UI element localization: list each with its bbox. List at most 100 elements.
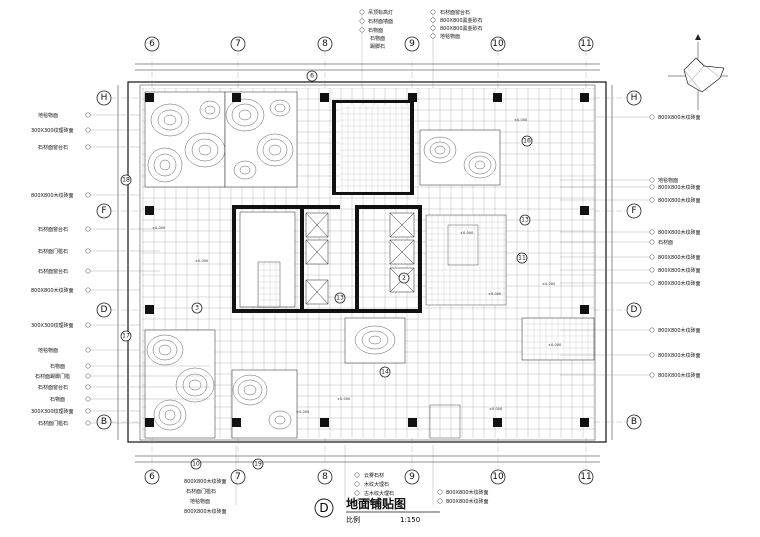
grid-bubble: H (96, 90, 112, 106)
grid-bubble: D (96, 302, 112, 318)
svg-text:石物面: 石物面 (50, 363, 65, 370)
stone-pattern-right (344, 129, 501, 364)
svg-text:800X800木纹砖面: 800X800木纹砖面 (31, 192, 74, 199)
svg-text:±0.000: ±0.000 (489, 407, 503, 411)
svg-text:±0.000: ±0.000 (337, 397, 351, 401)
svg-text:石材面窗台石: 石材面窗台石 (38, 226, 68, 233)
section-marker: 13 (519, 214, 531, 226)
section-marker: 19 (252, 458, 264, 470)
grid-bubble: F (626, 203, 642, 219)
svg-text:石材面窗台石: 石材面窗台石 (38, 144, 68, 151)
svg-text:9: 9 (409, 472, 415, 482)
svg-text:石材面窗台石: 石材面窗台石 (38, 384, 68, 391)
svg-text:300X300纹理砖面: 300X300纹理砖面 (31, 408, 74, 415)
drawing-title: 地面铺贴图 (346, 496, 406, 511)
svg-text:地毯物面: 地毯物面 (440, 33, 460, 40)
section-marker: 16 (521, 135, 533, 147)
svg-text:800X800木纹砖面: 800X800木纹砖面 (184, 508, 227, 515)
svg-text:石物面: 石物面 (368, 27, 383, 34)
svg-text:800X800木纹砖面: 800X800木纹砖面 (446, 489, 489, 496)
svg-text:B: B (631, 417, 637, 427)
svg-text:8: 8 (322, 472, 328, 482)
title-block: D 地面铺贴图 比例 1:150 (314, 496, 440, 524)
section-marker: 6 (306, 70, 318, 82)
svg-text:云雾石材: 云雾石材 (364, 472, 384, 479)
svg-text:H: H (631, 93, 638, 103)
grid-bubbles-top: 6 7 8 9 10 11 (144, 36, 594, 52)
svg-text:吊顶标高灯: 吊顶标高灯 (368, 9, 393, 16)
svg-text:石材面窗台石: 石材面窗台石 (440, 9, 470, 16)
grid-bubbles-left: H F D B (96, 90, 112, 430)
structural-columns (145, 93, 589, 427)
section-marker: 14 (379, 366, 391, 378)
svg-text:石物面: 石物面 (364, 499, 379, 506)
grid-bubble: 8 (317, 469, 333, 485)
svg-text:±0.000: ±0.000 (488, 292, 502, 296)
svg-text:F: F (101, 206, 106, 216)
svg-text:±0.000: ±0.000 (514, 118, 528, 122)
section-marker: 18 (120, 174, 132, 186)
svg-text:800X800木纹砖面: 800X800木纹砖面 (658, 229, 701, 236)
grid-bubble: 11 (578, 469, 594, 485)
svg-text:地毯物面: 地毯物面 (38, 347, 58, 354)
grid-bubble: 7 (230, 36, 246, 52)
grid-bubble: 8 (317, 36, 333, 52)
svg-text:D: D (631, 305, 638, 315)
svg-text:地毯物面: 地毯物面 (190, 498, 210, 505)
svg-text:300X300纹理砖面: 300X300纹理砖面 (31, 127, 74, 134)
svg-text:800X800木纹砖面: 800X800木纹砖面 (658, 372, 701, 379)
section-marker: 11 (516, 252, 528, 264)
svg-text:±0.000: ±0.000 (542, 282, 556, 286)
title-marker-letter: D (319, 501, 328, 515)
svg-text:800X800木纹砖面: 800X800木纹砖面 (446, 498, 489, 505)
svg-text:8: 8 (322, 39, 328, 49)
svg-text:地毯物面: 地毯物面 (38, 112, 58, 119)
svg-text:800X800木纹砖面: 800X800木纹砖面 (658, 327, 701, 334)
svg-text:±0.000: ±0.000 (460, 231, 474, 235)
svg-text:石材面: 石材面 (658, 239, 673, 246)
svg-text:18: 18 (122, 177, 130, 184)
svg-text:800X800黑金砂石: 800X800黑金砂石 (440, 25, 483, 32)
svg-text:800X800木纹砖面: 800X800木纹砖面 (658, 352, 701, 359)
svg-text:踢脚石: 踢脚石 (370, 43, 385, 50)
section-marker: 10 (190, 458, 202, 470)
svg-text:石材面窗台石: 石材面窗台石 (38, 268, 68, 275)
svg-text:古木纹大理石: 古木纹大理石 (364, 490, 394, 497)
svg-text:10: 10 (492, 39, 504, 49)
svg-text:13: 13 (521, 217, 529, 224)
core-walls (232, 100, 422, 313)
grid-bubble: 9 (404, 469, 420, 485)
title-marker (314, 498, 334, 518)
grid-bubble: 7 (230, 469, 246, 485)
grid-bubble: 10 (490, 469, 506, 485)
stone-pattern-bottom-left (144, 329, 298, 439)
callouts-bottom: 800X800木纹砖面 石材面门槛石 地毯物面 800X800木纹砖面 云雾石材… (184, 445, 489, 515)
section-marker: 2 (398, 272, 410, 284)
svg-text:800X800木纹砖面: 800X800木纹砖面 (658, 254, 701, 261)
svg-text:800X800木纹砖面: 800X800木纹砖面 (31, 287, 74, 294)
svg-text:11: 11 (518, 255, 526, 262)
stair-core (239, 211, 507, 308)
svg-text:木纹大理石: 木纹大理石 (364, 481, 389, 488)
building-outline (127, 81, 607, 443)
svg-text:19: 19 (254, 461, 262, 468)
svg-text:11: 11 (580, 472, 591, 482)
grid-bubble: 9 (404, 36, 420, 52)
grid-bubble: B (626, 414, 642, 430)
svg-text:F: F (631, 206, 636, 216)
svg-text:±0.000: ±0.000 (296, 410, 310, 414)
svg-text:石材面墙面: 石材面墙面 (368, 18, 393, 25)
svg-text:6: 6 (149, 472, 155, 482)
scale-label: 比例 (346, 515, 360, 524)
north-arrow-icon (668, 34, 728, 110)
svg-text:B: B (101, 417, 107, 427)
svg-text:800X800黑金砂石: 800X800黑金砂石 (440, 17, 483, 24)
grid-bubble: 10 (490, 36, 506, 52)
svg-text:800X800木纹砖面: 800X800木纹砖面 (658, 114, 701, 121)
svg-text:±0.000: ±0.000 (548, 343, 562, 347)
grid-bubbles-bottom: 6 7 8 9 10 11 (144, 469, 594, 485)
callouts-top: 吊顶标高灯 石材面墙面 石物面 石物面 踢脚石 石材面窗台石 800X800黑金… (359, 9, 483, 88)
svg-text:9: 9 (409, 39, 415, 49)
svg-text:石物面: 石物面 (370, 35, 385, 42)
